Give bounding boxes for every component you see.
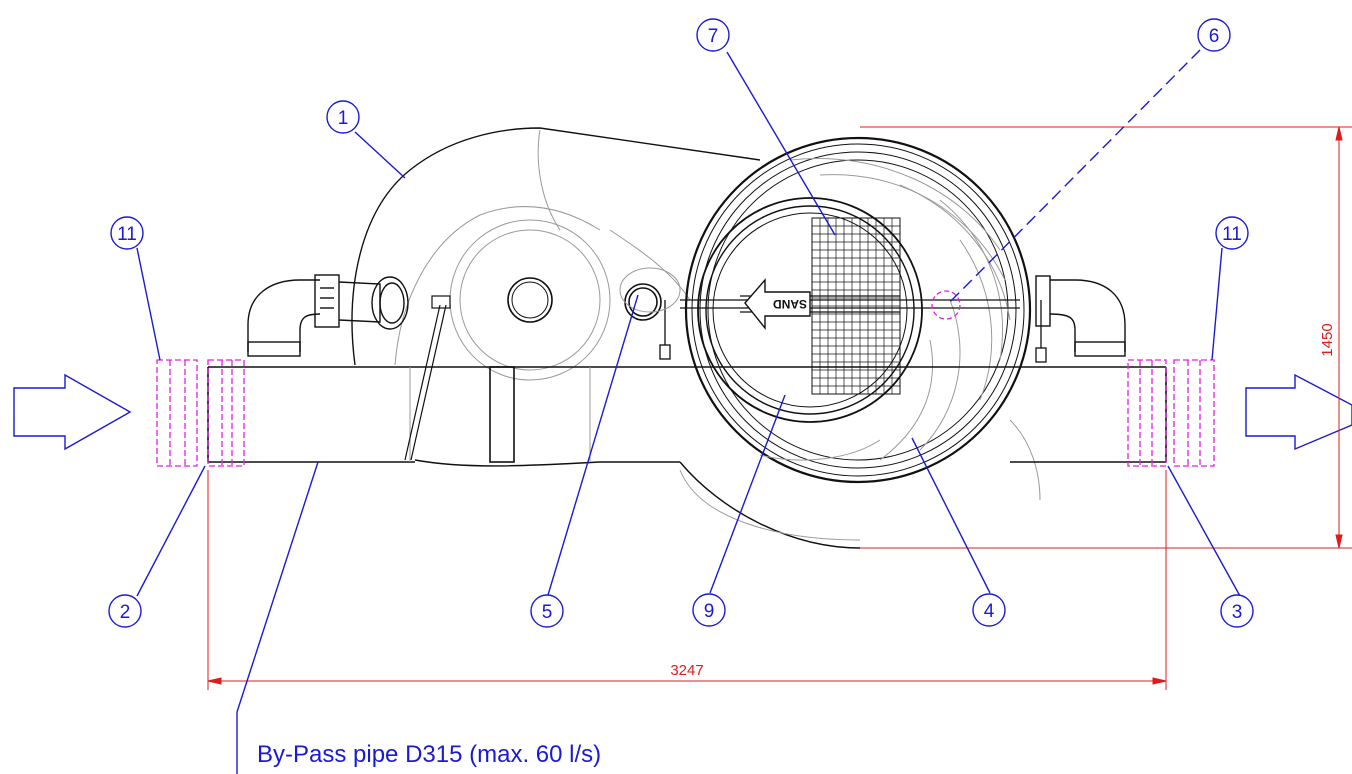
- flow-arrows: [13, 373, 1352, 451]
- dip-tube: [619, 267, 681, 321]
- svg-text:2: 2: [120, 602, 131, 623]
- filter-grid: [811, 217, 901, 395]
- through-pipe: [207, 366, 1167, 463]
- callout-2: 2: [108, 594, 142, 628]
- svg-text:11: 11: [117, 224, 137, 245]
- callout-7: 7: [696, 18, 730, 52]
- width-dimension: 3247: [670, 662, 703, 679]
- inlet-flow-arrow: [13, 373, 132, 451]
- height-dimension: 1450: [1319, 323, 1336, 356]
- outlet-elbow: [1035, 275, 1126, 357]
- hooks: [659, 300, 1047, 363]
- filter-crossbar: [680, 295, 1020, 313]
- callouts: 1 2 3 4 5 6 7 9: [108, 18, 1254, 628]
- callout-1: 1: [326, 100, 360, 134]
- filter-ring: [697, 197, 923, 423]
- seals: [156, 290, 1215, 467]
- svg-text:5: 5: [542, 602, 553, 623]
- svg-text:7: 7: [708, 26, 719, 47]
- tank-inner-lines: [394, 129, 1041, 541]
- leader-lines: [136, 49, 1241, 774]
- tank-body: [351, 127, 861, 549]
- svg-text:1: 1: [338, 108, 349, 129]
- callout-6: 6: [1197, 18, 1231, 52]
- svg-text:3: 3: [1232, 602, 1243, 623]
- svg-text:11: 11: [1222, 224, 1242, 245]
- svg-text:4: 4: [984, 601, 995, 622]
- outlet-flow-arrow: [1245, 373, 1352, 451]
- svg-text:9: 9: [704, 601, 715, 622]
- callout-4: 4: [972, 593, 1006, 627]
- bypass-caption: By-Pass pipe D315 (max. 60 l/s): [257, 741, 601, 768]
- callout-3: 3: [1220, 594, 1254, 628]
- svg-text:6: 6: [1209, 26, 1220, 47]
- inlet-elbow: [247, 274, 409, 357]
- callout-9: 9: [692, 593, 726, 627]
- dimension-lines: [207, 126, 1352, 690]
- callout-5: 5: [530, 594, 564, 628]
- callout-11-right: 11: [1215, 216, 1249, 250]
- callout-11-left: 11: [110, 216, 144, 250]
- sand-arrow-plate: SAND: [744, 278, 811, 330]
- spiral-vanes: [759, 158, 1011, 461]
- inner-chamber: [449, 219, 611, 381]
- bypass-rod: [404, 295, 451, 461]
- inspection-shaft: [684, 136, 1032, 484]
- sand-label: SAND: [773, 297, 807, 311]
